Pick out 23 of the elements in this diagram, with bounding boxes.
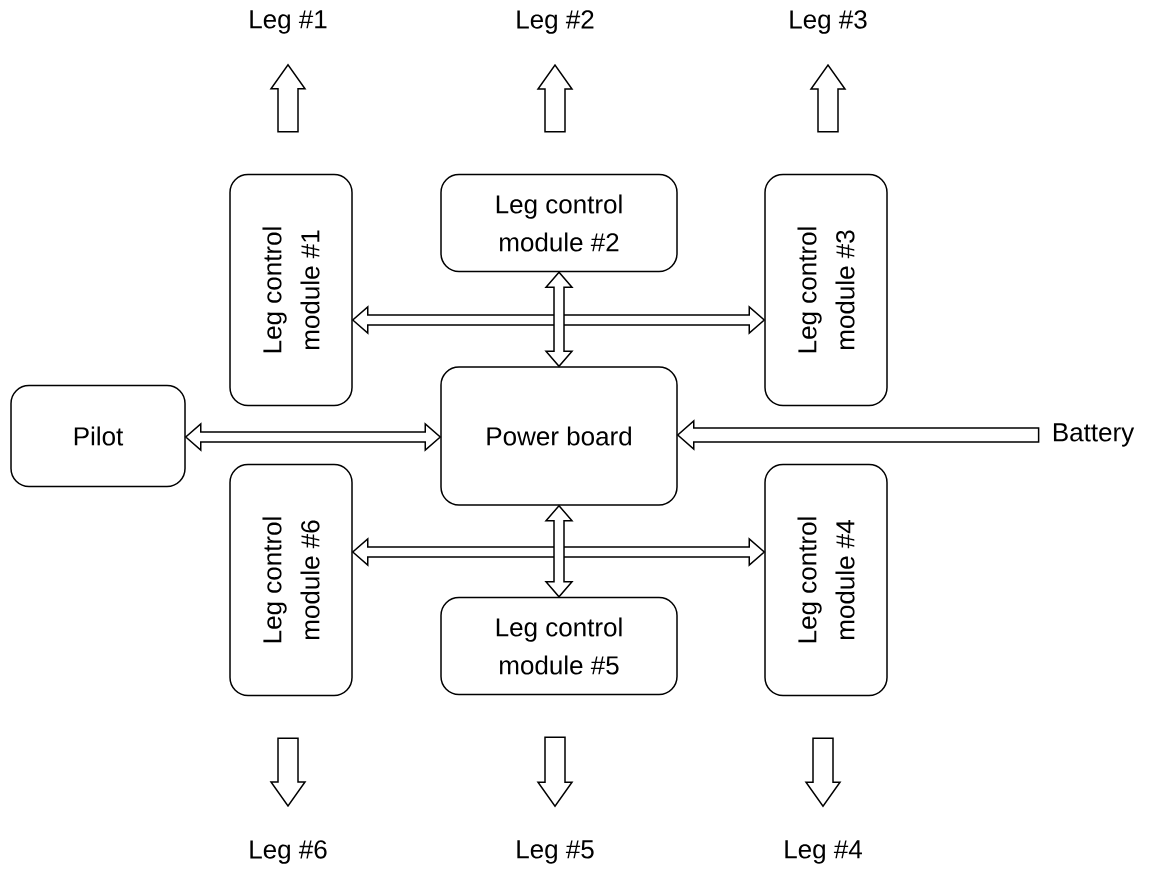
module-box: Leg control module #4 [764,463,888,697]
text-label: Leg #5 [517,840,594,864]
module-box: Leg control module #6 [229,463,353,697]
text-label: Leg #6 [250,840,327,864]
module-box: Pilot [10,384,186,488]
block-arrow [536,63,574,133]
block-arrow [544,271,574,368]
text-label: Battery [1053,423,1135,447]
block-arrow [269,63,307,133]
text-label: Leg #1 [250,10,327,34]
module-box: Leg control module #5 [440,596,678,696]
block-arrow [536,736,574,808]
text-label: Leg #3 [790,10,867,34]
block-arrow [676,419,1040,451]
module-box: Leg control module #3 [764,173,888,407]
block-arrow [269,737,307,808]
text-label: Leg #4 [785,840,862,864]
block-arrow [804,737,842,808]
block-arrow [809,63,847,133]
module-box: Leg control module #1 [229,173,353,407]
module-box: Leg control module #2 [440,173,678,273]
text-label: Leg #2 [517,10,594,34]
module-box: Power board [440,366,678,506]
